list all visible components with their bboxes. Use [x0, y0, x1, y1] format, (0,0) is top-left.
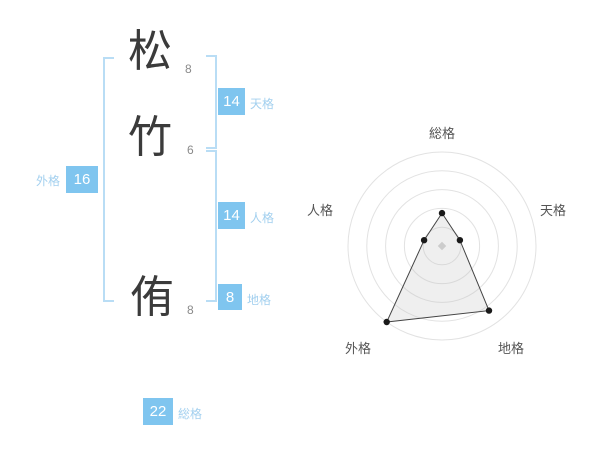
gaikaku-score: 16 — [66, 166, 98, 193]
tenkaku-label: 天格 — [250, 97, 275, 111]
radar-chart — [332, 136, 552, 356]
name-char-1: 松 — [128, 27, 172, 76]
jinkaku-score: 14 — [218, 202, 245, 229]
radar-svg — [347, 151, 537, 341]
gaikaku-bracket — [103, 57, 114, 302]
radar-axis-label-tenkaku: 天格 — [540, 203, 567, 218]
name-char-3: 侑 — [130, 273, 174, 322]
tenkaku-score: 14 — [218, 88, 245, 115]
stroke-count-2: 6 — [187, 143, 194, 157]
stroke-count-3: 8 — [187, 303, 194, 317]
radar-axis-label-chikaku: 地格 — [498, 341, 525, 356]
jinkaku-label: 人格 — [250, 211, 275, 225]
radar-axis-label-soukaku: 総格 — [429, 126, 456, 141]
gaikaku-label: 外格 — [36, 174, 61, 188]
tenkaku-bracket — [206, 55, 217, 149]
chikaku-label: 地格 — [247, 293, 272, 307]
name-char-2: 竹 — [128, 113, 172, 162]
stroke-count-1: 8 — [185, 62, 192, 76]
radar-axis-label-jinkaku: 人格 — [307, 203, 334, 218]
radar-axis-label-gaikaku: 外格 — [345, 341, 372, 356]
jinkaku-bracket — [206, 150, 217, 302]
soukaku-label: 総格 — [178, 407, 203, 421]
chikaku-score: 8 — [218, 284, 242, 310]
soukaku-score: 22 — [143, 398, 173, 425]
